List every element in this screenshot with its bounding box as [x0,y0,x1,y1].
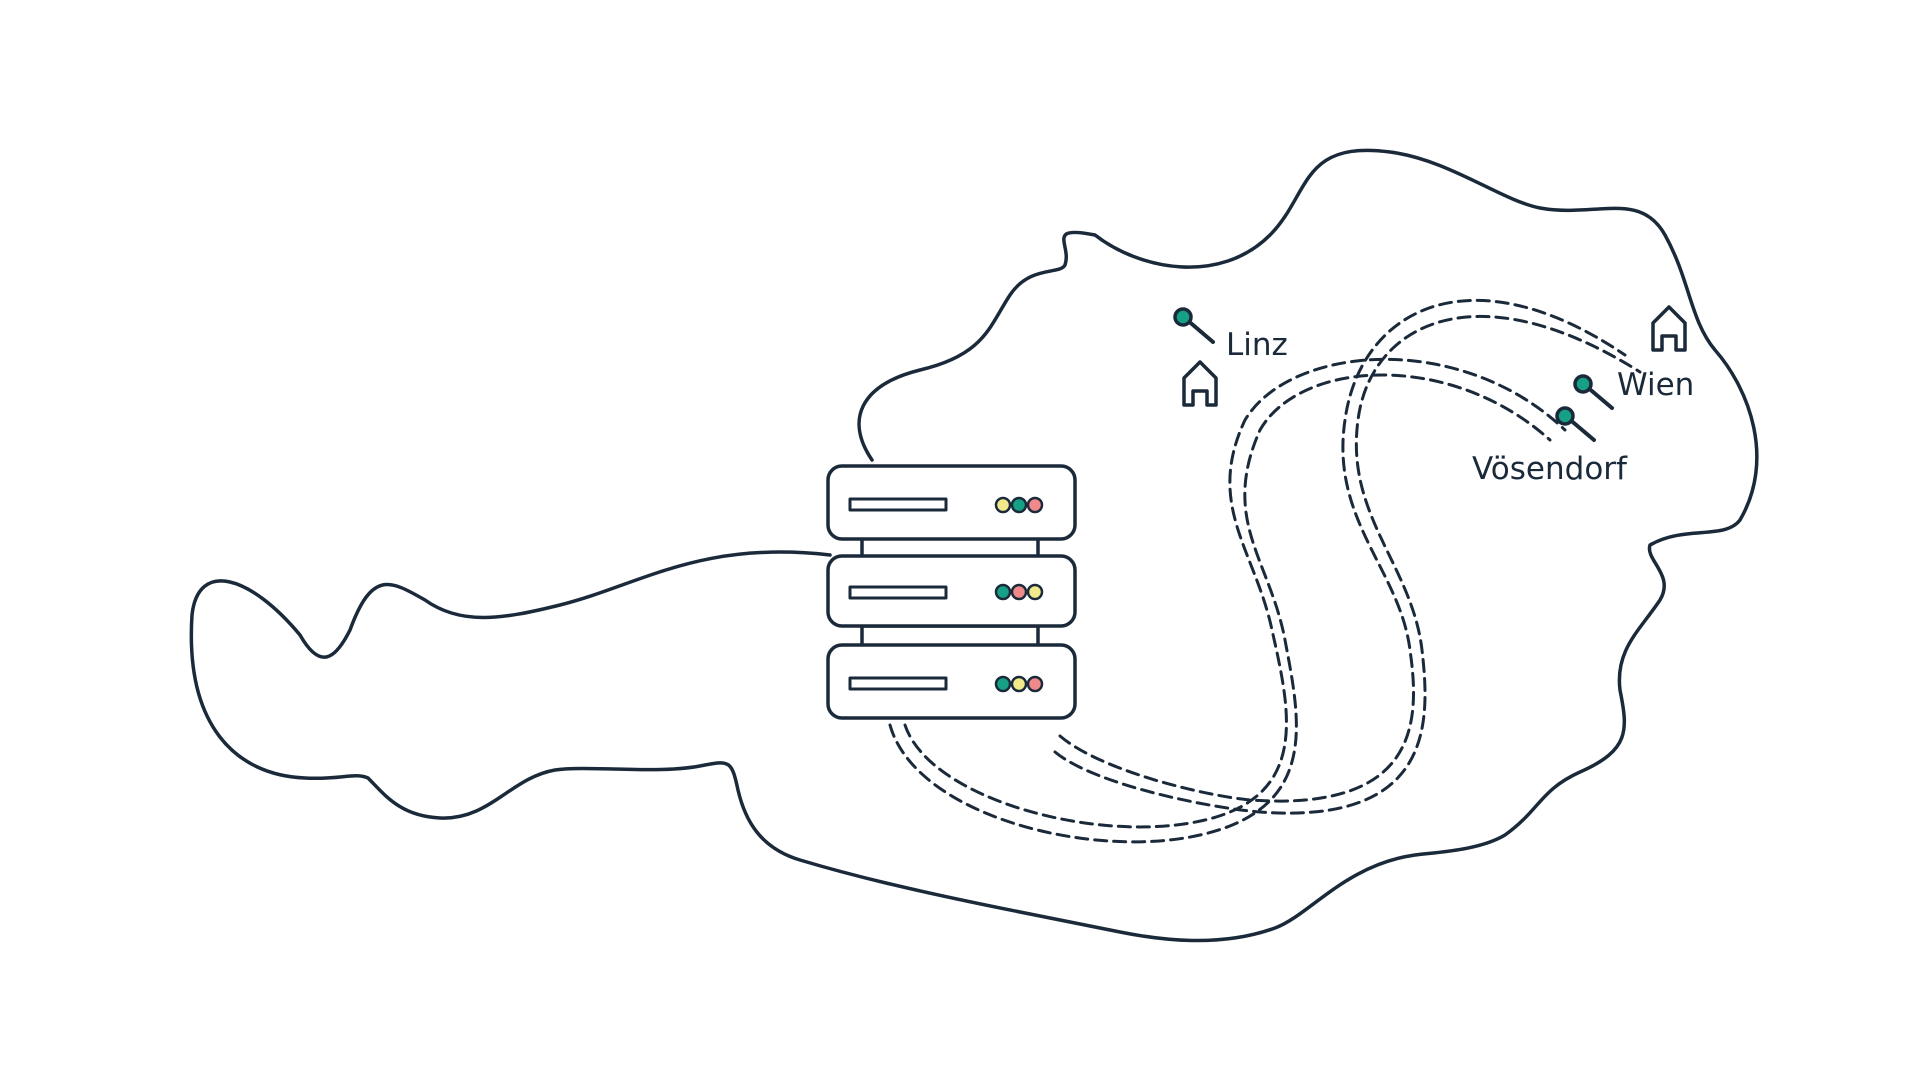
city-label-linz: Linz [1226,327,1288,363]
map-pin-icon [1573,374,1614,410]
connection-route [1053,314,1642,815]
house-icon [1651,305,1687,352]
map-pin-icon [1555,406,1596,442]
status-led [1010,675,1028,693]
house-icon [1182,360,1218,407]
status-led [994,496,1012,514]
status-led [1026,675,1044,693]
server-unit [826,643,1077,720]
server-connector [860,624,1040,648]
server-drive-slot [848,676,948,691]
status-led [994,583,1012,601]
server-unit [826,464,1077,541]
city-voesendorf: Vösendorf [1472,406,1628,487]
city-linz: Linz [1173,307,1288,407]
city-label-voesendorf: Vösendorf [1472,451,1628,487]
city-label-wien: Wien [1617,367,1694,403]
status-led [1026,583,1044,601]
server-unit [826,554,1077,628]
austria-outline [189,148,1759,943]
server-drive-slot [848,497,948,512]
server-rack-icon [826,464,1077,720]
network-connections [888,298,1642,844]
status-led [994,675,1012,693]
connection-route [1058,298,1627,803]
server-drive-slot [848,585,948,600]
connection-route [903,357,1567,829]
status-led [1010,496,1028,514]
city-wien: Wien [1573,305,1694,410]
map-pin-icon [1173,307,1215,344]
status-led [1010,583,1028,601]
connection-route [888,373,1552,844]
status-led [1026,496,1044,514]
